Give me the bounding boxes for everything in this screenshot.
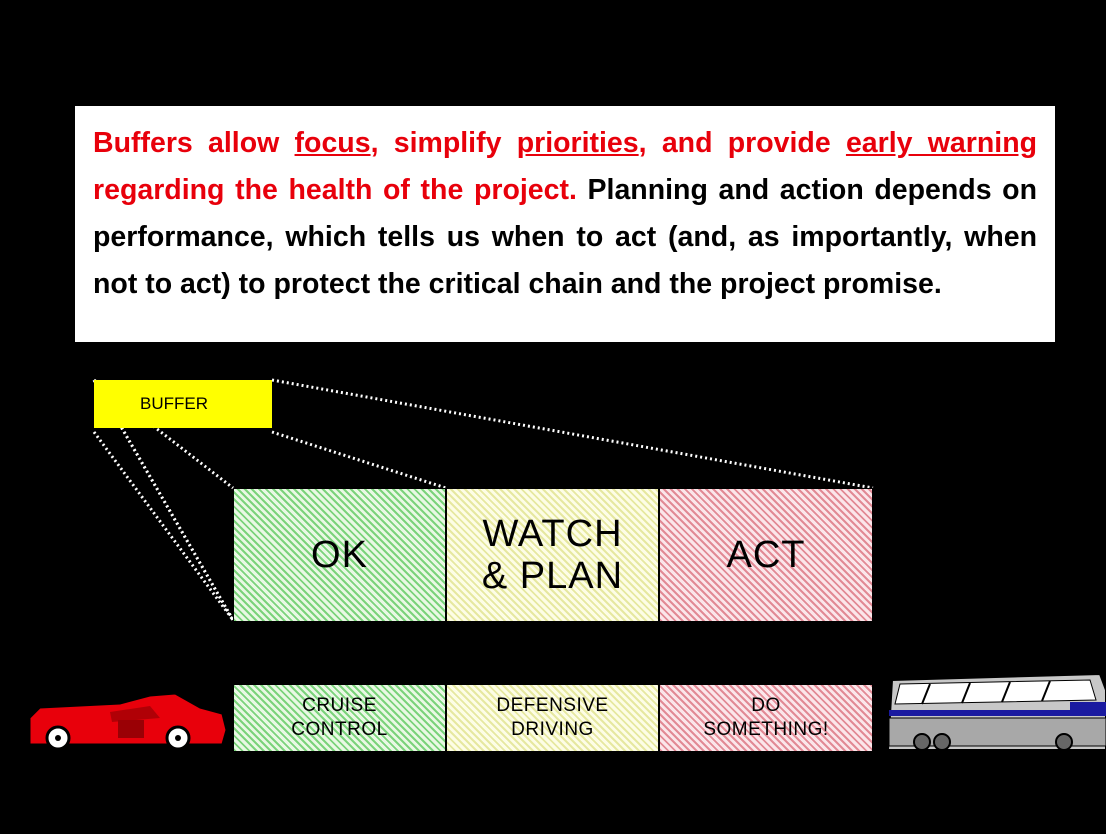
- statement-red-a: Buffers allow: [93, 127, 295, 159]
- buffer-label: BUFFER: [140, 394, 208, 413]
- zone-ok: OK: [233, 488, 446, 622]
- zoom-line-left: [92, 431, 235, 621]
- action-defensive-line1: DEFENSIVE: [496, 695, 609, 716]
- statement-black: Planning and action depends on performan…: [93, 174, 1037, 300]
- zoom-line-right-top: [271, 378, 874, 490]
- action-defensive-driving: DEFENSIVE DRIVING: [446, 684, 659, 752]
- keyword-focus: focus: [294, 127, 371, 159]
- zone-act-label: ACT: [726, 534, 806, 576]
- action-cruise-control: CRUISE CONTROL: [233, 684, 446, 752]
- statement-text: Buffers allow focus, simplify priorities…: [93, 120, 1037, 308]
- keyword-early-warning: early warning: [845, 127, 1038, 159]
- action-cruise-line1: CRUISE: [302, 695, 377, 716]
- action-do-line2: SOMETHING!: [703, 719, 829, 740]
- statement-box: Buffers allow focus, simplify priorities…: [75, 106, 1055, 342]
- statement-red-b: , simplify: [370, 127, 517, 159]
- zone-act: ACT: [659, 488, 873, 622]
- zoom-line-diag: [93, 378, 234, 490]
- zone-plan-label: & PLAN: [481, 555, 624, 597]
- action-defensive-line2: DRIVING: [511, 719, 594, 740]
- buffer-box: BUFFER: [94, 380, 272, 428]
- statement-red-c: , and provide: [638, 127, 846, 159]
- zone-ok-label: OK: [311, 534, 368, 576]
- action-do-line1: DO: [751, 695, 781, 716]
- action-cruise-line2: CONTROL: [291, 719, 388, 740]
- statement-red-d: regarding the health of the project.: [93, 174, 577, 206]
- zone-watch-label: WATCH: [482, 513, 623, 555]
- zone-watch-plan: WATCH & PLAN: [446, 488, 659, 622]
- zoom-line-mid: [271, 430, 447, 490]
- keyword-priorities: priorities: [516, 127, 639, 159]
- action-do-something: DO SOMETHING!: [659, 684, 873, 752]
